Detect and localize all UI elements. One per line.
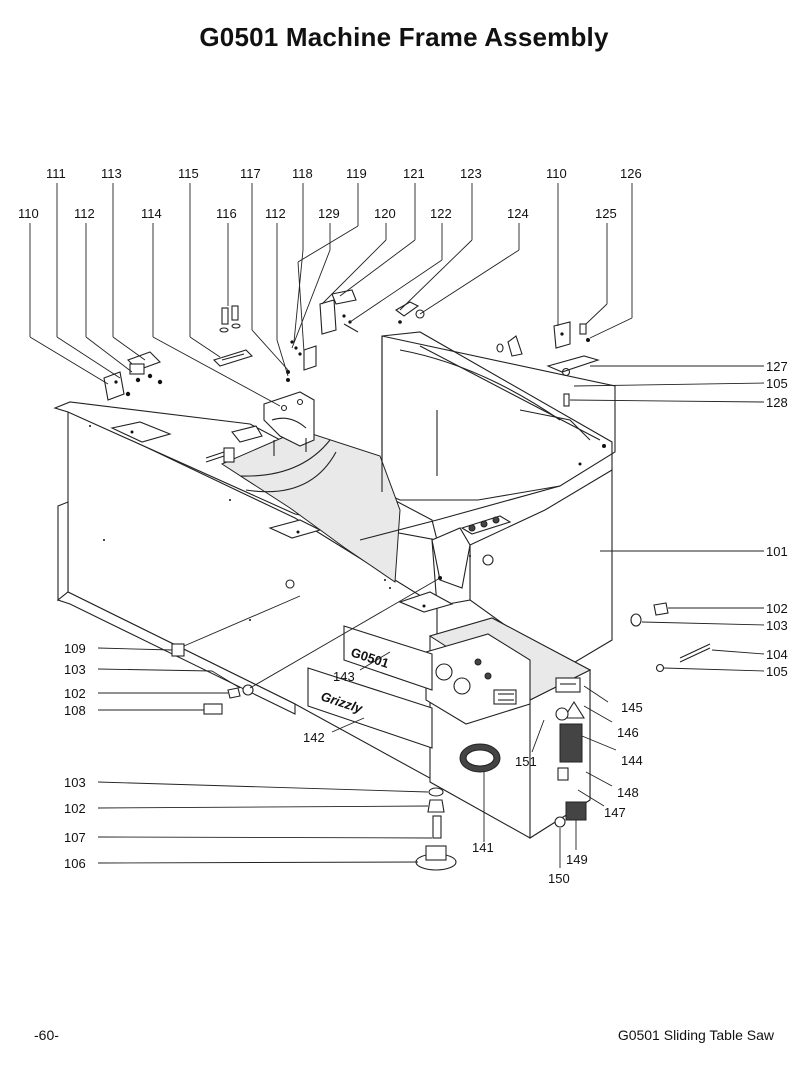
callout: 103 — [64, 662, 86, 677]
callout: 113 — [101, 166, 122, 181]
callout: 129 — [318, 206, 340, 221]
callout: 112 — [74, 206, 95, 221]
callout: 124 — [507, 206, 529, 221]
callout: 148 — [617, 785, 639, 800]
callout: 110 — [18, 206, 39, 221]
callout: 146 — [617, 725, 639, 740]
leader-lines — [29, 183, 765, 868]
callout: 107 — [64, 830, 86, 845]
callout: 147 — [604, 805, 626, 820]
manual-name: G0501 Sliding Table Saw — [617, 1027, 774, 1043]
callout: 127 — [766, 359, 788, 374]
page-title: G0501 Machine Frame Assembly — [199, 22, 609, 52]
callout: 143 — [333, 669, 355, 684]
callout: 109 — [64, 641, 86, 656]
callout: 144 — [621, 753, 643, 768]
callout: 102 — [64, 801, 86, 816]
callout: 115 — [178, 166, 199, 181]
callout-labels: 111 113 115 117 118 119 121 123 110 126 … — [18, 166, 788, 886]
callout: 118 — [292, 166, 313, 181]
control-box — [425, 617, 592, 839]
callout: 111 — [46, 166, 66, 181]
callout: 102 — [766, 601, 788, 616]
callout: 149 — [566, 852, 588, 867]
trunnion-bracket — [205, 391, 315, 463]
callout: 114 — [141, 206, 162, 221]
callout: 103 — [64, 775, 86, 790]
callout: 122 — [430, 206, 452, 221]
callout: 123 — [460, 166, 482, 181]
hardware — [171, 602, 711, 871]
callout: 119 — [346, 166, 367, 181]
callout: 126 — [620, 166, 642, 181]
callout: 101 — [766, 544, 788, 559]
callout: 112 — [265, 206, 286, 221]
callout: 120 — [374, 206, 396, 221]
callout: 150 — [548, 871, 570, 886]
callout: 121 — [403, 166, 425, 181]
callout: 103 — [766, 618, 788, 633]
callout: 151 — [515, 754, 537, 769]
callout: 102 — [64, 686, 86, 701]
callout: 105 — [766, 664, 788, 679]
callout: 110 — [546, 166, 567, 181]
callout: 117 — [240, 166, 261, 181]
callout: 106 — [64, 856, 86, 871]
callout: 104 — [766, 647, 788, 662]
callout: 105 — [766, 376, 788, 391]
callout: 141 — [472, 840, 494, 855]
callout: 142 — [303, 730, 325, 745]
callout: 145 — [621, 700, 643, 715]
brand-badge-decal: Grizzly — [307, 667, 433, 749]
callout: 116 — [216, 206, 237, 221]
callout: 125 — [595, 206, 617, 221]
callout: 108 — [64, 703, 86, 718]
page-number: -60- — [34, 1027, 59, 1043]
callout: 128 — [766, 395, 788, 410]
